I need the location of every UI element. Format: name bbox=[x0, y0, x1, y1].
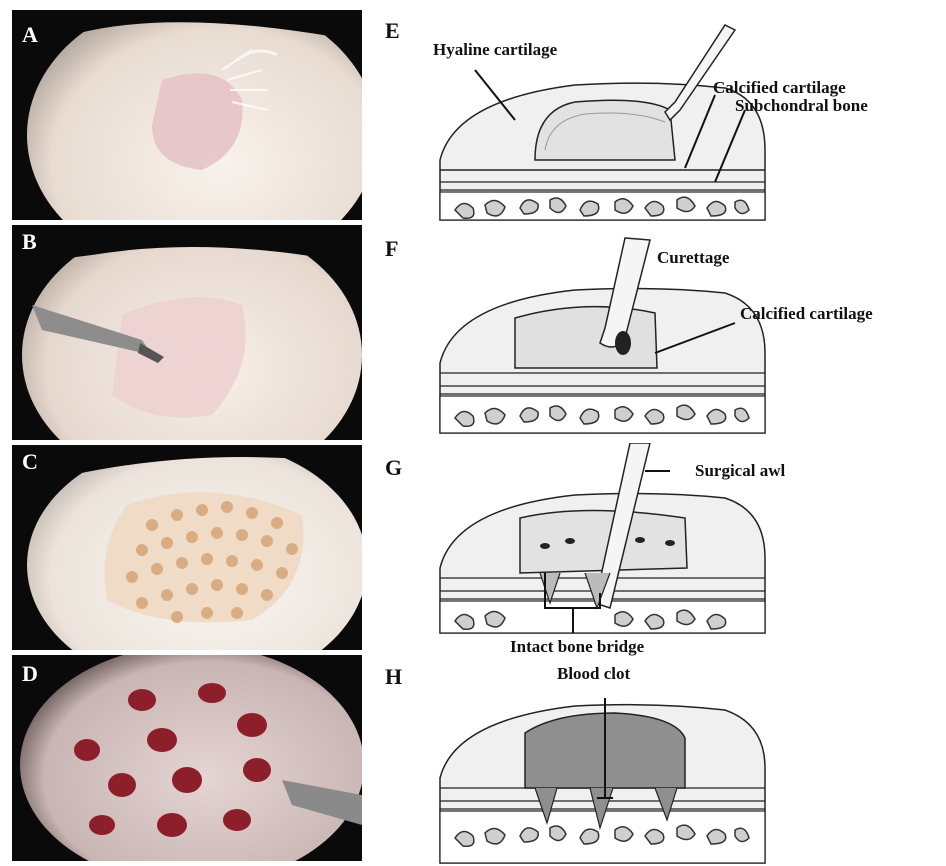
label-intact-bone-bridge: Intact bone bridge bbox=[510, 637, 644, 657]
cartilage-diagram-g bbox=[385, 443, 946, 658]
diagram-panel-f: F Curettage Calcified cartilage bbox=[385, 228, 946, 443]
arthroscopic-image-c bbox=[12, 445, 362, 650]
label-curettage: Curettage bbox=[657, 248, 729, 268]
diagram-panel-g: G Surgical awl Intact bone bridge bbox=[385, 443, 946, 658]
label-surgical-awl: Surgical awl bbox=[695, 461, 785, 481]
arthroscopic-image-a bbox=[12, 10, 362, 220]
label-subchondral-bone: Subchondral bone bbox=[735, 96, 868, 116]
photo-panel-d: D bbox=[12, 655, 362, 861]
diagram-panel-h: H Blood clot bbox=[385, 658, 946, 866]
diagram-letter-f: F bbox=[385, 236, 398, 262]
diagram-panel-e: E Hyaline cartilage Calcified cartilage … bbox=[385, 10, 946, 225]
cartilage-diagram-h bbox=[385, 658, 946, 866]
panel-letter-c: C bbox=[22, 449, 38, 475]
diagram-letter-g: G bbox=[385, 455, 402, 481]
arthroscopic-image-d bbox=[12, 655, 362, 861]
photo-panel-b: B bbox=[12, 225, 362, 440]
arthroscopic-image-b bbox=[12, 225, 362, 440]
label-calcified-cartilage-f: Calcified cartilage bbox=[740, 304, 873, 324]
diagram-letter-e: E bbox=[385, 18, 400, 44]
diagram-letter-h: H bbox=[385, 664, 402, 690]
photo-panel-a: A bbox=[12, 10, 362, 220]
photo-panel-c: C bbox=[12, 445, 362, 650]
label-calcified-cartilage-e: Calcified cartilage bbox=[713, 78, 846, 98]
panel-letter-b: B bbox=[22, 229, 37, 255]
label-blood-clot: Blood clot bbox=[557, 664, 630, 684]
label-hyaline-cartilage: Hyaline cartilage bbox=[433, 40, 557, 60]
panel-letter-a: A bbox=[22, 22, 38, 48]
panel-letter-d: D bbox=[22, 661, 38, 687]
